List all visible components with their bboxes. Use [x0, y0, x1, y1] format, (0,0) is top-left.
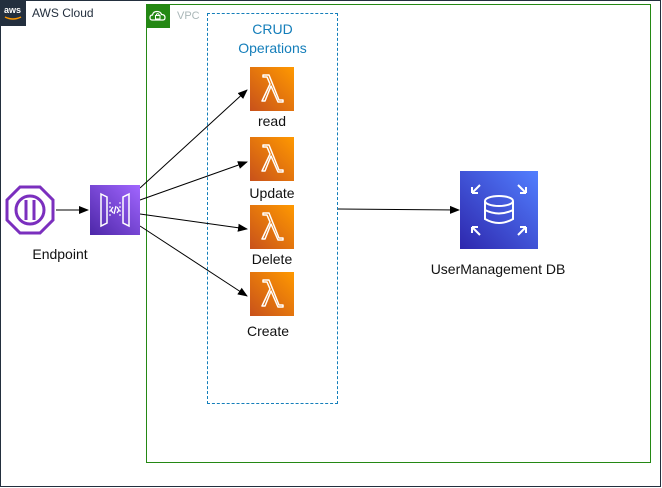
crud-operations-group — [207, 13, 338, 404]
aws-logo-icon: aws — [0, 0, 26, 26]
lambda-icon — [250, 137, 294, 181]
api-gateway-icon — [90, 185, 140, 235]
vpc-label: VPC — [177, 10, 200, 22]
endpoint-label: Endpoint — [32, 246, 88, 262]
edge-api-to-delete — [139, 213, 248, 232]
lambda-create-node[interactable] — [250, 272, 294, 316]
database-label: UserManagement DB — [430, 261, 566, 277]
lambda-icon — [250, 67, 294, 111]
crud-operations-title: CRUD Operations — [207, 20, 338, 58]
lambda-icon — [250, 272, 294, 316]
edge-api-to-update — [139, 161, 248, 201]
database-icon — [460, 171, 538, 249]
endpoint-node[interactable] — [4, 184, 56, 236]
svg-text:aws: aws — [4, 5, 21, 15]
vpc-group — [146, 4, 651, 463]
lambda-create-label: Create — [246, 323, 290, 339]
lambda-delete-node[interactable] — [250, 205, 294, 249]
edge-crud-to-db — [337, 205, 460, 214]
edge-api-to-read — [139, 89, 248, 189]
api-gateway-node[interactable] — [90, 185, 140, 235]
lambda-update-node[interactable] — [250, 137, 294, 181]
database-node[interactable] — [460, 171, 538, 249]
aws-cloud-label: AWS Cloud — [32, 6, 94, 20]
crud-title-line2: Operations — [238, 40, 307, 56]
vpc-cloud-lock-icon — [146, 4, 170, 28]
edge-api-to-create — [139, 225, 248, 297]
lambda-delete-label: Delete — [251, 251, 293, 267]
lambda-icon — [250, 205, 294, 249]
endpoint-icon — [5, 185, 55, 235]
lambda-read-node[interactable] — [250, 67, 294, 111]
crud-title-line1: CRUD — [252, 21, 293, 37]
lambda-read-label: read — [257, 113, 287, 129]
lambda-update-label: Update — [249, 185, 295, 201]
